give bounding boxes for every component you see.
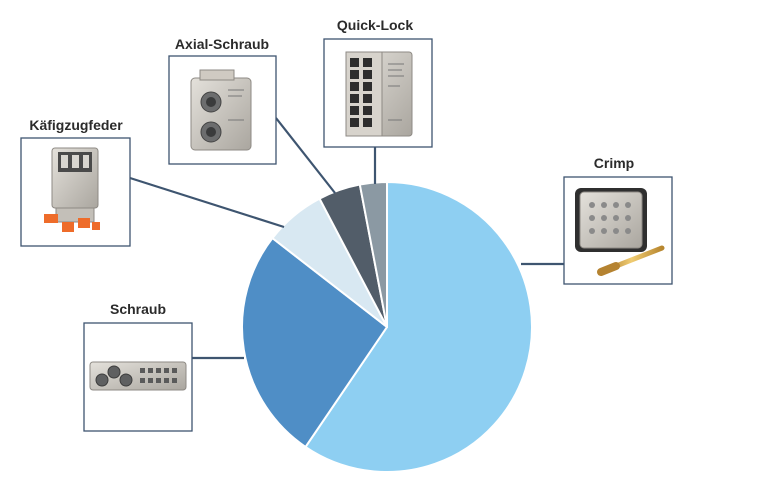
cage-clamp-connector-image	[44, 147, 100, 232]
leader-line-axial-schraub	[275, 117, 336, 194]
label-crimp: Crimp	[594, 155, 634, 171]
label-kaefigzugfeder: Käfigzugfeder	[29, 117, 123, 133]
label-schraub: Schraub	[110, 301, 166, 317]
pie-slice-2	[241, 237, 388, 448]
label-axial-schraub: Axial-Schraub	[175, 36, 269, 52]
pie-slice-5	[358, 181, 388, 328]
pie-slice-1	[304, 181, 533, 473]
leader-line-kaefigzugfeder	[129, 176, 285, 229]
crimp-connector-image	[575, 188, 665, 276]
label-quick-lock: Quick-Lock	[337, 17, 413, 33]
axial-screw-connector-image	[190, 69, 252, 151]
screw-connector-insert-image	[89, 361, 187, 391]
pie-slices	[241, 181, 533, 473]
quick-lock-connector-image	[345, 51, 413, 137]
leader-lines	[129, 117, 565, 360]
